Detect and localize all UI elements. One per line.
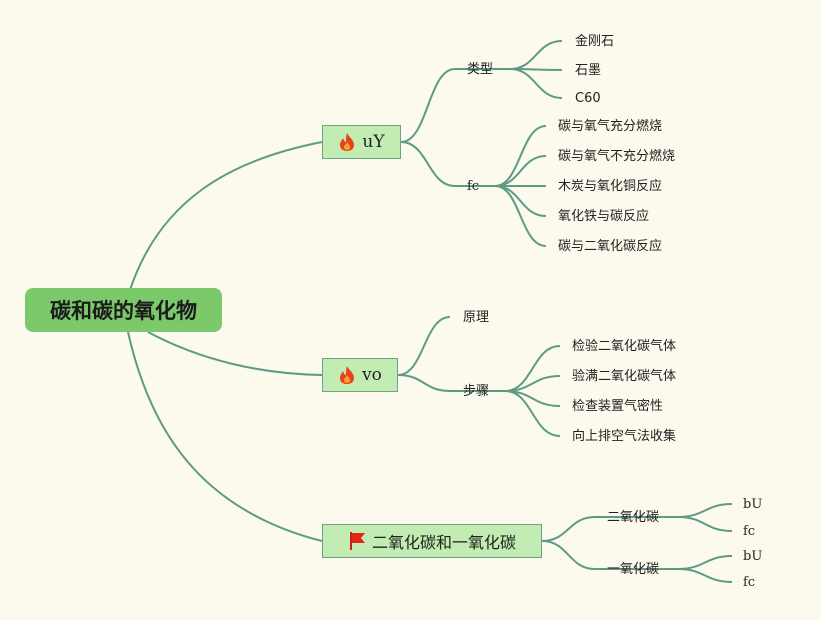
fire-icon <box>338 365 356 385</box>
branch-node-vo[interactable]: vo <box>322 358 398 392</box>
branch-node-co2-co[interactable]: 二氧化碳和一氧化碳 <box>322 524 542 558</box>
fire-icon <box>338 132 356 152</box>
connector-line <box>494 125 547 187</box>
leaf-node[interactable]: fc <box>743 575 756 590</box>
leaf-node[interactable]: 石墨 <box>575 63 602 78</box>
branch-node-uy[interactable]: uY <box>322 125 401 159</box>
connector-line <box>677 503 733 518</box>
subtopic-co2[interactable]: 二氧化碳 <box>607 510 660 525</box>
leaf-node[interactable]: 碳与氧气充分燃烧 <box>558 119 663 134</box>
leaf-node[interactable]: 氧化铁与碳反应 <box>558 209 650 224</box>
leaf-node[interactable]: 检验二氧化碳气体 <box>572 339 677 354</box>
connector-line <box>494 155 547 187</box>
leaf-node[interactable]: 碳与二氧化碳反应 <box>558 239 663 254</box>
connector-line <box>677 568 733 583</box>
connector-line <box>677 516 733 532</box>
connector-line <box>127 331 323 542</box>
leaf-node[interactable]: bU <box>743 497 763 512</box>
connector-line <box>509 68 563 99</box>
connector-line <box>397 316 451 376</box>
connector-line <box>677 555 733 570</box>
leaf-node[interactable]: fc <box>743 524 756 539</box>
leaf-node[interactable]: C60 <box>575 91 601 106</box>
connector-line <box>494 185 547 247</box>
leaf-node[interactable]: 检查装置气密性 <box>572 399 664 414</box>
leaf-node[interactable]: 向上排空气法收集 <box>572 429 677 444</box>
subtopic-co[interactable]: 一氧化碳 <box>607 562 660 577</box>
subtopic-fc[interactable]: fc <box>467 179 480 194</box>
connector-line <box>400 141 456 187</box>
leaf-node[interactable]: bU <box>743 549 763 564</box>
leaf-node[interactable]: 木炭与氧化铜反应 <box>558 179 663 194</box>
subtopic-steps[interactable]: 步骤 <box>463 384 490 399</box>
leaf-node[interactable]: 金刚石 <box>575 34 615 49</box>
connector-line <box>129 141 323 291</box>
connector-line <box>397 374 451 392</box>
root-node[interactable]: 碳和碳的氧化物 <box>25 288 222 332</box>
branch-label: uY <box>362 132 385 152</box>
connector-line <box>147 331 323 376</box>
subtopic-principle[interactable]: 原理 <box>463 310 490 325</box>
connector-line <box>504 390 561 437</box>
subtopic-types[interactable]: 类型 <box>467 62 494 77</box>
branch-label: vo <box>362 365 382 385</box>
connector-line <box>400 68 456 143</box>
branch-label: 二氧化碳和一氧化碳 <box>371 533 516 552</box>
connector-line <box>494 185 547 217</box>
leaf-node[interactable]: 验满二氧化碳气体 <box>572 369 677 384</box>
connector-line <box>509 40 563 70</box>
root-label: 碳和碳的氧化物 <box>50 299 197 323</box>
connector-line <box>541 516 596 542</box>
connector-line <box>541 540 596 570</box>
leaf-node[interactable]: 碳与氧气不充分燃烧 <box>558 149 676 164</box>
red-flag-icon <box>348 531 366 551</box>
